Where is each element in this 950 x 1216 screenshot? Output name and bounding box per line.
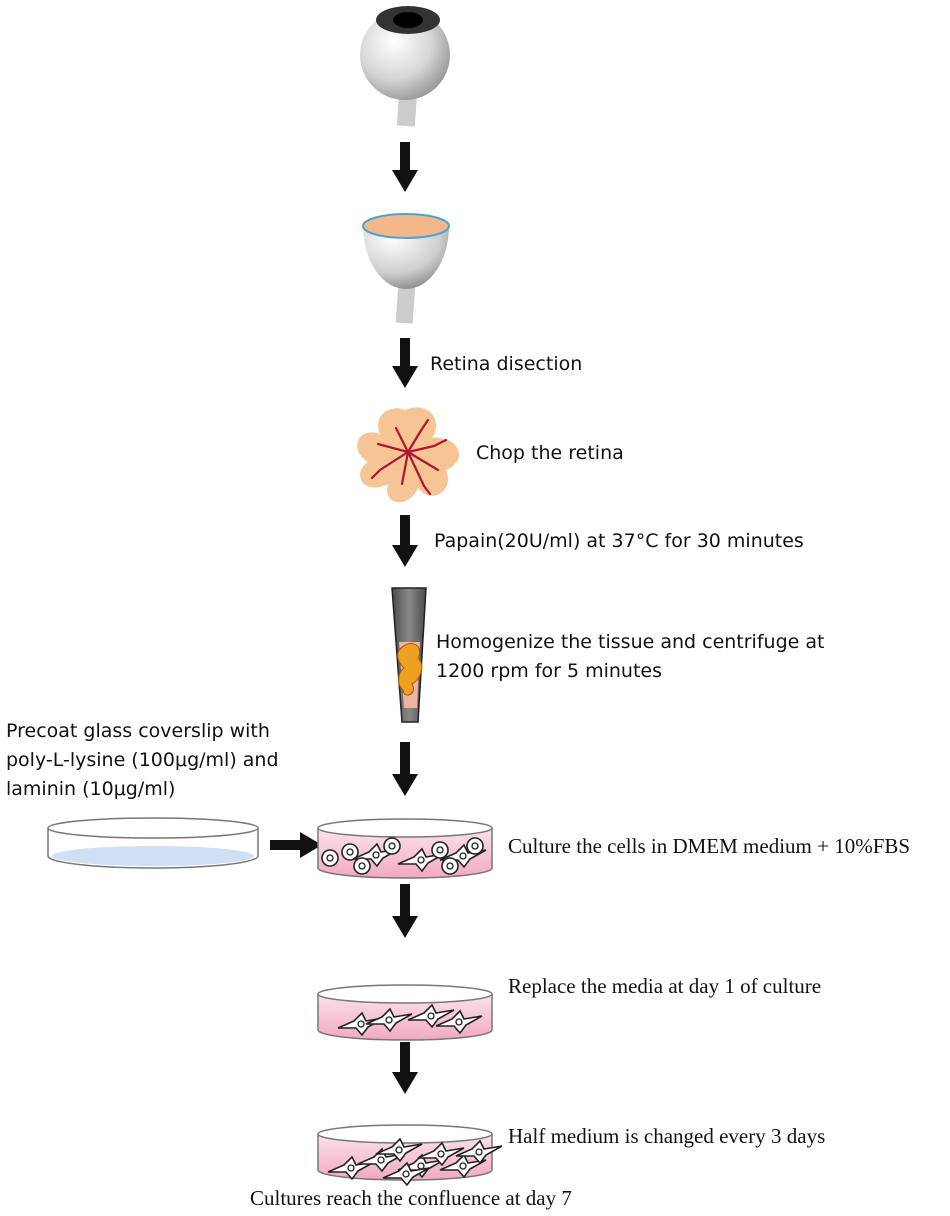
petri-dish-icon	[317, 984, 493, 1041]
arrow-down-icon	[392, 338, 418, 388]
coverslip-dish-icon	[47, 817, 259, 869]
step-papain-digestion: Papain(20U/ml) at 37°C for 30 minutes	[434, 530, 804, 552]
step-precoat-line1: Precoat glass coverslip with	[6, 720, 270, 742]
petri-dish-icon	[317, 1124, 503, 1186]
step-replace-media: Replace the media at day 1 of culture	[508, 974, 822, 998]
petri-dish-icon	[317, 818, 493, 879]
step-precoat-line2: poly-L-lysine (100μg/ml) and	[6, 749, 279, 771]
arrow-down-icon	[392, 515, 418, 567]
centrifuge-tube-icon	[391, 587, 427, 723]
retina-icon	[357, 407, 459, 503]
eyecup-icon	[362, 213, 450, 324]
step-retina-dissection: Retina disection	[430, 353, 583, 375]
arrow-down-icon	[392, 742, 418, 796]
step-precoat-line3: laminin (10μg/ml)	[6, 778, 176, 800]
arrow-right-icon	[270, 832, 322, 858]
arrow-down-icon	[392, 142, 418, 192]
arrow-down-icon	[392, 1042, 418, 1094]
step-homogenize-line2: 1200 rpm for 5 minutes	[436, 660, 663, 682]
step-confluence: Cultures reach the confluence at day 7	[250, 1186, 572, 1210]
arrow-down-icon	[392, 884, 418, 938]
step-half-medium: Half medium is changed every 3 days	[508, 1124, 826, 1148]
eyeball-icon	[360, 6, 450, 127]
step-homogenize-line1: Homogenize the tissue and centrifuge at	[436, 631, 825, 653]
step-culture-cells: Culture the cells in DMEM medium + 10%FB…	[508, 834, 911, 858]
step-chop-retina: Chop the retina	[476, 442, 624, 464]
